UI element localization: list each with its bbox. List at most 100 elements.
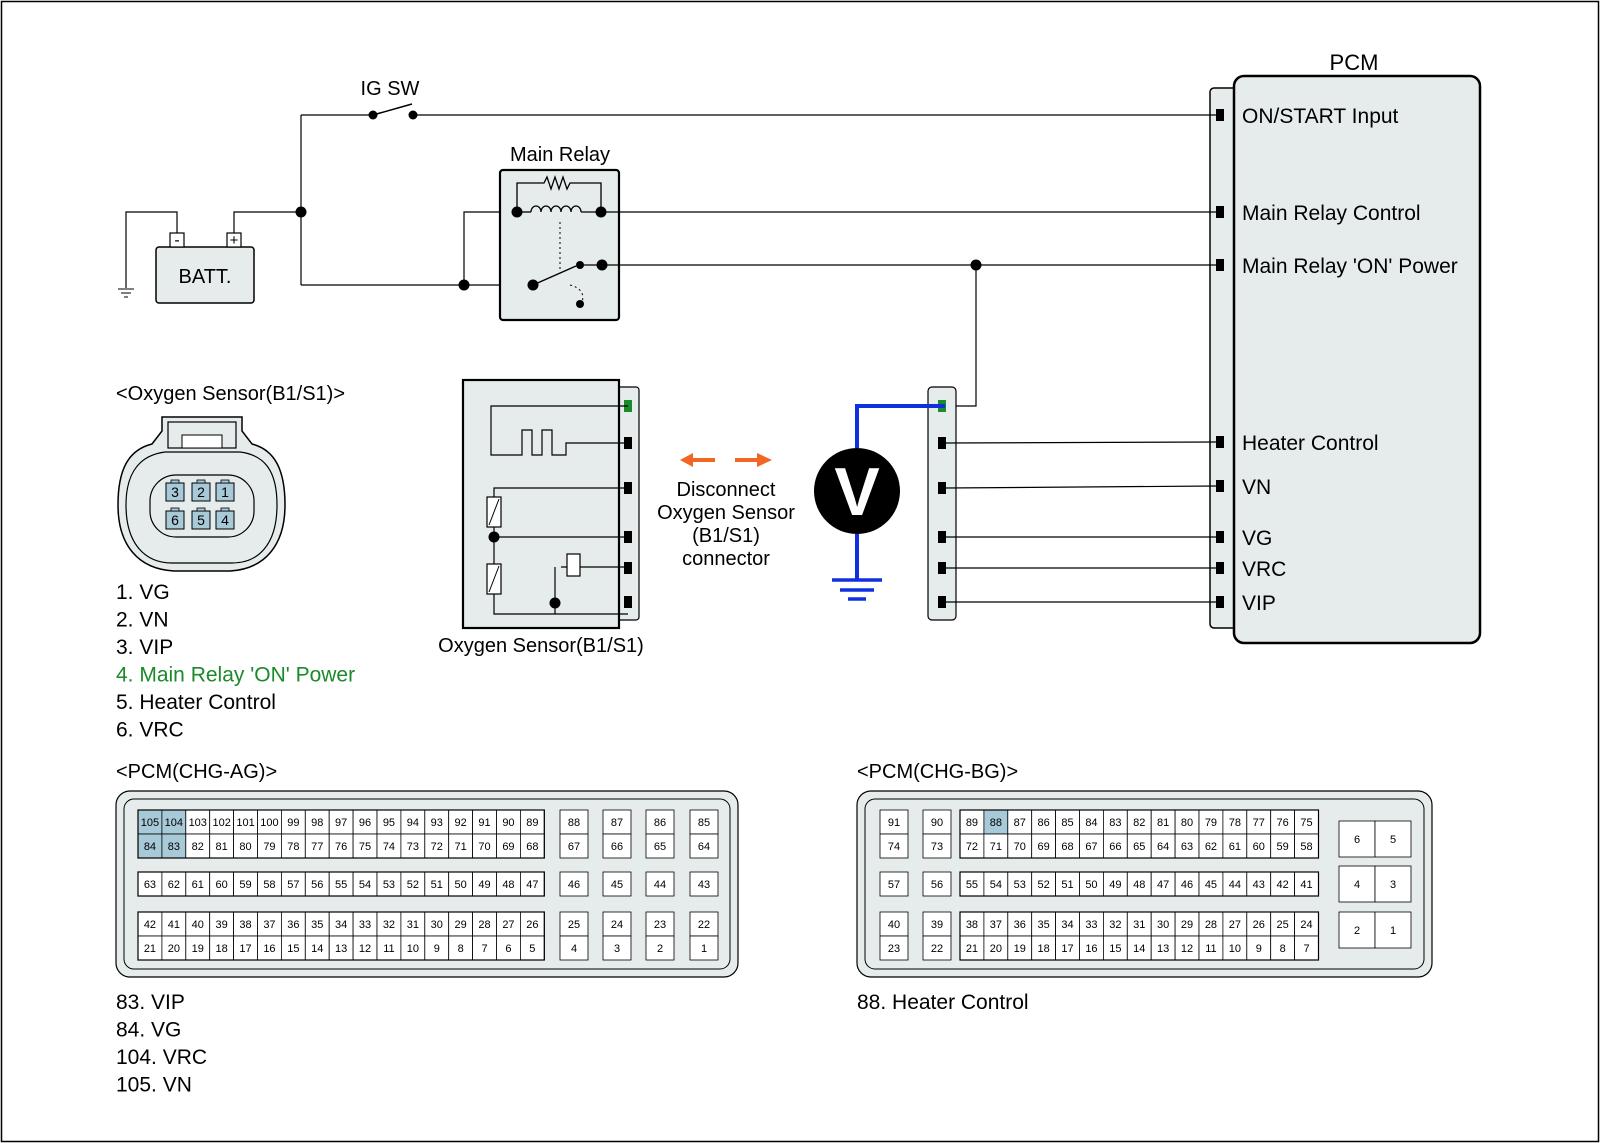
pcm-terminal-pin (1216, 531, 1224, 543)
pin-number: 21 (966, 943, 978, 955)
pcm-terminal-label: Main Relay Control (1242, 202, 1421, 225)
pin-block-outline (137, 809, 545, 859)
heater-element (490, 405, 628, 456)
voltmeter: V (814, 404, 945, 601)
pin-number: 34 (335, 919, 347, 931)
pin-number: 88 (990, 817, 1002, 829)
pin-number: 60 (216, 879, 228, 891)
pin-number: 35 (1038, 919, 1050, 931)
pin-number: 15 (287, 943, 299, 955)
pin-number: 66 (1109, 841, 1121, 853)
pcm-terminal-label: Heater Control (1242, 432, 1379, 455)
battery (155, 246, 255, 304)
pin-number: 79 (263, 841, 275, 853)
pin-number: 11 (383, 943, 394, 955)
pin-key (196, 507, 206, 512)
disconnect-text-line: connector (682, 548, 770, 570)
pin-number: 14 (311, 943, 323, 955)
pin-number: 37 (263, 919, 275, 931)
pin-number: 85 (698, 817, 710, 829)
pin-number: 87 (1014, 817, 1026, 829)
connector-cavity (559, 935, 589, 961)
pin-number: 48 (502, 879, 514, 891)
pin-number: 11 (1205, 943, 1216, 955)
connector-cavity (645, 809, 675, 835)
pin-number: 37 (990, 919, 1002, 931)
pin-number: 74 (383, 841, 395, 853)
connector-cavity (922, 809, 952, 835)
pin-number: 41 (168, 919, 180, 931)
pin-number: 6 (505, 943, 511, 955)
pin-number: 89 (526, 817, 538, 829)
pin-number: 67 (1085, 841, 1097, 853)
pin-number: 69 (1038, 841, 1050, 853)
connector-inner-shell (125, 451, 278, 564)
pin-number: 73 (931, 841, 943, 853)
pin-number: 88 (568, 817, 580, 829)
pin-block-outline (959, 871, 1320, 897)
pin-number: 104 (165, 817, 183, 829)
pin-number: 44 (1229, 879, 1241, 891)
harness-wire (945, 441, 1217, 444)
pin-block-outline (137, 871, 545, 897)
pin-number: 56 (311, 879, 323, 891)
pin-number: 92 (455, 817, 467, 829)
power-supply-circuit: BATT. - + IG SW Main Relay (118, 78, 1220, 407)
relay-nc-contact (576, 300, 584, 308)
pin-number: 96 (359, 817, 371, 829)
pin-number: 26 (526, 919, 538, 931)
pcm-terminal-pin (1216, 480, 1224, 492)
oxygen-sensor-body (461, 378, 621, 630)
connector-cavity (879, 871, 909, 897)
pin-number: 85 (1061, 817, 1073, 829)
pin-number: 51 (1061, 879, 1073, 891)
connector-cavity (559, 833, 589, 859)
pin-number: 49 (1109, 879, 1121, 891)
disconnect-note: Disconnect Oxygen Sensor (B1/S1) connect… (657, 453, 795, 570)
pin-number: 26 (1253, 919, 1265, 931)
pin-number: 105 (141, 817, 159, 829)
pin-number: 10 (407, 943, 419, 955)
harness-pin (938, 482, 946, 494)
pin-number: 61 (192, 879, 204, 891)
pin-number: 10 (1229, 943, 1241, 955)
pcm-ag-title: <PCM(CHG-AG)> (116, 761, 277, 783)
pin-number: 23 (888, 943, 900, 955)
ground-icon (832, 578, 882, 601)
pin-number: 72 (966, 841, 978, 853)
pin-number: 34 (1061, 919, 1073, 931)
pin-number: 22 (931, 943, 943, 955)
pcm-ag-legend-item: 104. VRC (116, 1046, 207, 1069)
pin-number: 61 (1229, 841, 1241, 853)
harness-connector-body (927, 386, 957, 621)
pcm-bg-inner (864, 798, 1425, 970)
main-relay-label: Main Relay (510, 144, 610, 166)
pin-number: 22 (698, 919, 710, 931)
pin-number: 84 (1085, 817, 1097, 829)
pin-number: 38 (966, 919, 978, 931)
pin-key (170, 479, 180, 484)
pin-number: 90 (931, 817, 943, 829)
pin-number: 77 (311, 841, 323, 853)
pin-block-outline (959, 911, 1320, 961)
pin-number: 67 (568, 841, 580, 853)
pcm-terminal-label: VIP (1242, 592, 1276, 615)
pin-number: 28 (478, 919, 490, 931)
pin-number: 51 (431, 879, 443, 891)
connector-cavity (602, 809, 632, 835)
connector-cavity (689, 809, 719, 835)
pin-number: 70 (478, 841, 490, 853)
chassis-ground-icon (118, 288, 134, 298)
relay-coil-terminal (511, 206, 523, 218)
pin-number: 50 (455, 879, 467, 891)
pin-number: 95 (383, 817, 395, 829)
pin-number: 25 (568, 919, 580, 931)
pcm-terminal-label: Main Relay 'ON' Power (1242, 255, 1458, 278)
pcm-terminal-label: VRC (1242, 558, 1286, 581)
pin-number: 70 (1014, 841, 1026, 853)
connector-cavity (645, 833, 675, 859)
